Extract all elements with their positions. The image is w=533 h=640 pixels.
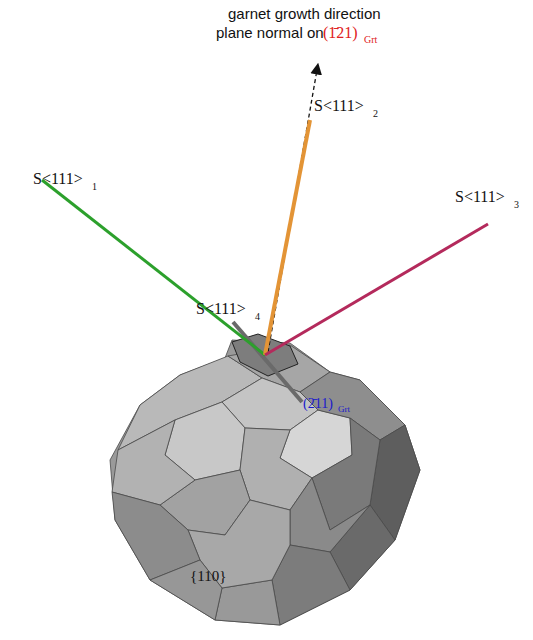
subscript: Grt [338, 405, 350, 415]
subscript: Grt [364, 34, 377, 45]
axis-label: S<111> [314, 97, 364, 115]
subscript: 3 [514, 199, 519, 210]
axis-label: S<111> [455, 188, 505, 206]
subscript: 4 [255, 311, 260, 322]
garnet-crystal [110, 334, 420, 625]
heading-text: garnet growth direction [228, 6, 381, 23]
face-label: {110} [190, 568, 226, 585]
subscript: 1 [92, 181, 97, 192]
s111-1-axis [42, 180, 265, 355]
heading-text: plane normal on [216, 25, 324, 42]
axis-label: S<111> [196, 300, 246, 318]
s111-3-axis [265, 224, 488, 355]
axis-label: S<111> [33, 170, 83, 188]
s111-2-axis [265, 120, 310, 355]
miller-index: (1̄21) [323, 24, 358, 42]
axis-label-subscript: 2 [373, 108, 378, 119]
miller-index: (2̄11) [303, 396, 333, 411]
